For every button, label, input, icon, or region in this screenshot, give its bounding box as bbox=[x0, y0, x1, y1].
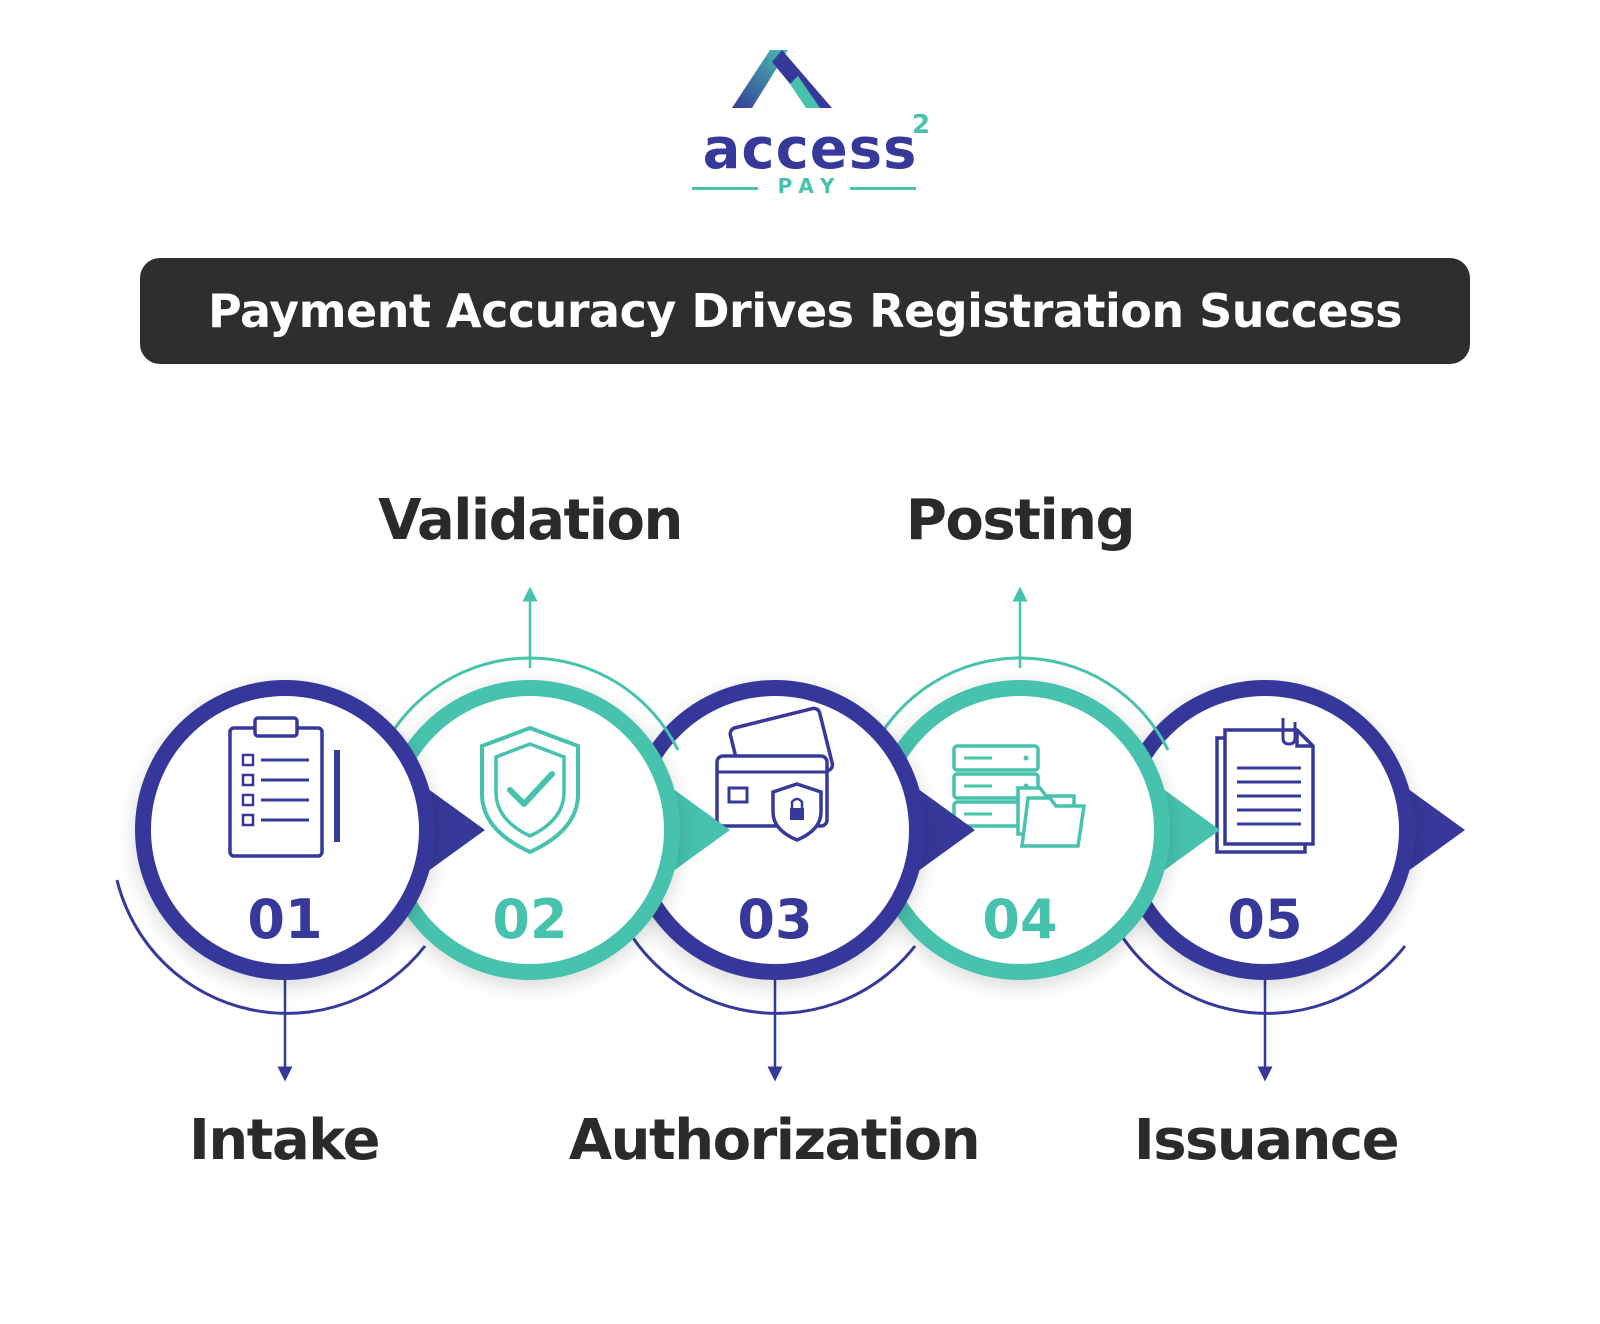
page-title: Payment Accuracy Drives Registration Suc… bbox=[208, 284, 1402, 338]
logo-divider-left bbox=[692, 187, 758, 190]
step-label-validation: Validation bbox=[378, 488, 683, 553]
step-number-03: 03 bbox=[737, 888, 812, 951]
step-number-02: 02 bbox=[492, 888, 567, 951]
step-05: 05 bbox=[1095, 680, 1465, 1082]
credit-card-lock-icon bbox=[715, 706, 835, 842]
step-01: 01 bbox=[115, 680, 485, 1082]
step-arc-01 bbox=[115, 879, 427, 1015]
server-folder-icon bbox=[952, 744, 1087, 848]
step-label-issuance: Issuance bbox=[1133, 1108, 1400, 1173]
brand-logo: access 2 PAY bbox=[660, 40, 960, 210]
logo-tagline: PAY bbox=[777, 174, 843, 198]
title-banner: Payment Accuracy Drives Registration Suc… bbox=[140, 258, 1470, 364]
step-label-posting: Posting bbox=[905, 488, 1136, 553]
step-label-intake: Intake bbox=[189, 1108, 380, 1173]
logo-mark-icon bbox=[732, 50, 832, 108]
step-04: 04 bbox=[870, 586, 1220, 980]
logo-superscript: 2 bbox=[912, 110, 931, 140]
logo-divider-right bbox=[850, 187, 916, 190]
logo-wordmark: access bbox=[702, 117, 918, 182]
step-number-04: 04 bbox=[982, 888, 1057, 951]
step-label-authorization: Authorization bbox=[568, 1108, 981, 1173]
step-number-01: 01 bbox=[247, 888, 322, 951]
document-icon bbox=[1215, 718, 1315, 854]
step-ring-01 bbox=[135, 680, 435, 980]
shield-check-icon bbox=[480, 725, 580, 855]
step-03: 03 bbox=[605, 680, 975, 1082]
clipboard-checklist-icon bbox=[228, 716, 340, 858]
step-number-05: 05 bbox=[1227, 888, 1302, 951]
